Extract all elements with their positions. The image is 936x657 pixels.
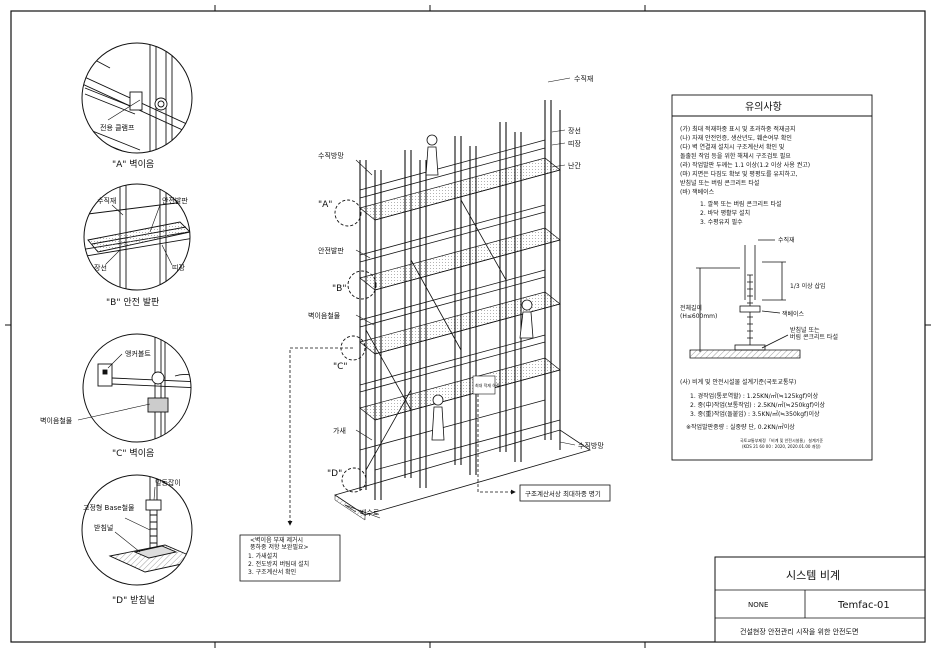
- title-block-title: 시스템 비계: [786, 569, 840, 582]
- detail-b-label-ledger: 장선: [94, 263, 107, 272]
- detail-a-caption: "A" 벽이음: [112, 159, 154, 170]
- detail-d-label-sleeve: 밑동잡이: [155, 478, 181, 487]
- sheet-border: [10, 10, 926, 643]
- scaffold-braces: [365, 199, 507, 471]
- label-wall-tie: 벽이음철물: [308, 311, 341, 320]
- svg-text:3. 중(重)작업(돌붙임) : 3.5KN/㎡(≒350k: 3. 중(重)작업(돌붙임) : 3.5KN/㎡(≒350kgf)이상: [690, 410, 820, 418]
- notes-title: 유의사항: [745, 101, 782, 113]
- worker-figures: [425, 134, 534, 441]
- svg-text:수직재: 수직재: [778, 236, 795, 244]
- marker-a-circle: [334, 199, 362, 227]
- scaffold-verticals: [359, 100, 561, 500]
- svg-text:돌출된 작업 등을 위한 해체시 구조검토 필요: 돌출된 작업 등을 위한 해체시 구조검토 필요: [680, 152, 791, 160]
- svg-text:(라) 작업발판 두께는 1.1 이상(1.2 이상 사용: (라) 작업발판 두께는 1.1 이상(1.2 이상 사용 권고): [680, 161, 810, 169]
- svg-text:2. 전도방지 버팀대 설치: 2. 전도방지 버팀대 설치: [248, 560, 309, 568]
- svg-text:(가) 최대 적재하중 표시 및 초과하중 적재금지: (가) 최대 적재하중 표시 및 초과하중 적재금지: [680, 125, 796, 133]
- svg-text:(나) 자재 안전인증, 생산년도, 훼손여부 확인: (나) 자재 안전인증, 생산년도, 훼손여부 확인: [680, 134, 792, 142]
- jack-base-figure: [689, 239, 801, 359]
- title-block-scale: NONE: [748, 601, 768, 609]
- svg-text:1/3 이상 삽입: 1/3 이상 삽입: [790, 282, 826, 290]
- svg-text:(KDS 21 60 00 : 2020, 2020.01.: (KDS 21 60 00 : 2020, 2020.01.00 개정): [742, 443, 821, 449]
- detail-d-caption: "D" 받침널: [112, 595, 155, 606]
- svg-text:1. 가새설치: 1. 가새설치: [248, 552, 278, 560]
- label-handrail: 난간: [568, 161, 581, 170]
- detail-a-label-clamp: 전용 클램프: [100, 123, 135, 132]
- detail-d: 밑동잡이 고정형 Base철물 받침널 "D" 받침널: [81, 474, 193, 606]
- detail-c-caption: "C" 벽이음: [112, 448, 154, 459]
- svg-text:최대 적재 하중: 최대 적재 하중: [475, 382, 500, 388]
- detail-b: 수직재 안전발판 장선 띠장 "B" 안전 발판: [83, 183, 191, 308]
- marker-c: "C": [333, 362, 348, 372]
- svg-text:전체길이: 전체길이: [680, 304, 702, 312]
- label-ledger: 장선: [568, 126, 581, 135]
- svg-text:1. 경작업(통로역할) : 1.25KN/㎡(≒125kg: 1. 경작업(통로역할) : 1.25KN/㎡(≒125kgf)이상: [690, 392, 819, 400]
- svg-text:※작업발판중량 : 실중량 단, 0.2KN/㎡이상: ※작업발판중량 : 실중량 단, 0.2KN/㎡이상: [686, 423, 795, 431]
- svg-text:풍하중 저항 보완필요>: 풍하중 저항 보완필요>: [250, 543, 309, 551]
- label-vertical-top: 수직재: [574, 74, 593, 83]
- scaffold-ledgers: [359, 139, 561, 471]
- svg-text:받침널 또는 버림 콘크리트 타설: 받침널 또는 버림 콘크리트 타설: [680, 179, 759, 187]
- marker-b-circle: [347, 270, 377, 300]
- detail-c: 앵커볼트 벽이음철물 "C" 벽이음: [40, 333, 192, 459]
- max-load-sign: 최대 적재 하중: [472, 375, 500, 395]
- svg-text:버림 콘크리트 타설: 버림 콘크리트 타설: [790, 333, 838, 341]
- max-load-callout: 구조계산서상 최대하중 명기: [519, 484, 611, 502]
- ground-slab: [334, 429, 591, 516]
- svg-text:2. 중(中)작업(보통작업) : 2.5KN/㎡(≒250: 2. 중(中)작업(보통작업) : 2.5KN/㎡(≒250kgf)이상: [690, 401, 826, 409]
- label-drain: 배수로: [360, 508, 380, 517]
- title-block-code: Temfac-01: [837, 600, 890, 611]
- detail-a: 전용 클램프 "A" 벽이음: [81, 42, 193, 170]
- detail-d-label-base: 고정형 Base철물: [83, 503, 135, 512]
- detail-c-label-anchor: 앵커볼트: [125, 349, 151, 358]
- wall-tie-note-box: <벽이음 부재 제거시 풍하중 저항 보완필요> 1. 가새설치 2. 전도방지…: [239, 534, 341, 582]
- svg-text:3. 구조계산서 확인: 3. 구조계산서 확인: [248, 568, 296, 576]
- svg-text:국토교통부제정 「비계 및 안전시설물」 설계기준: 국토교통부제정 「비계 및 안전시설물」 설계기준: [740, 437, 823, 443]
- deck-level-4: [359, 157, 561, 221]
- svg-text:(H≤600mm): (H≤600mm): [680, 313, 717, 320]
- svg-text:잭베이스: 잭베이스: [782, 310, 805, 318]
- deck-level-1: [359, 357, 561, 421]
- main-scaffold: 최대 적재 하중 "A" "B" "C" "D" 수직재 장선 띠장 난간 수직…: [287, 74, 604, 526]
- marker-a: "A": [318, 200, 332, 210]
- detail-b-label-vertical: 수직재: [97, 196, 116, 205]
- label-net-bottom: 수직방망: [578, 441, 604, 450]
- svg-text:<벽이음 부재 제거시: <벽이음 부재 제거시: [250, 536, 303, 544]
- svg-text:구조계산서상 최대하중 명기: 구조계산서상 최대하중 명기: [525, 489, 601, 498]
- label-fixing: 띠장: [568, 139, 581, 148]
- svg-text:(마) 지면은 다짐도 확보 및 평평도를 유지하고,: (마) 지면은 다짐도 확보 및 평평도를 유지하고,: [680, 170, 797, 178]
- label-deck: 안전발판: [318, 246, 344, 255]
- svg-text:(다) 벽 연결재 설치시 구조계산서 확인 및: (다) 벽 연결재 설치시 구조계산서 확인 및: [680, 143, 785, 151]
- svg-text:(사) 비계 및 안전시설물 설계기준(국토교통부): (사) 비계 및 안전시설물 설계기준(국토교통부): [680, 378, 796, 386]
- detail-b-label-deck: 안전발판: [162, 196, 188, 205]
- notes-panel: 유의사항 (가) 최대 적재하중 표시 및 초과하중 적재금지 (나) 자재 안…: [671, 94, 873, 461]
- detail-c-label-tie: 벽이음철물: [40, 416, 73, 425]
- label-brace: 가새: [333, 426, 346, 435]
- svg-text:(바) 잭베이스: (바) 잭베이스: [680, 188, 715, 196]
- svg-text:받침널 또는: 받침널 또는: [790, 326, 820, 334]
- svg-text:3. 수평유지 필수: 3. 수평유지 필수: [700, 218, 743, 226]
- detail-d-label-plate: 받침널: [94, 523, 113, 532]
- svg-text:2. 바닥 평활부 설치: 2. 바닥 평활부 설치: [700, 209, 750, 217]
- title-block: 시스템 비계 NONE Temfac-01 건설현장 안전관리 시작을 위한 안…: [714, 556, 926, 643]
- detail-b-caption: "B" 안전 발판: [106, 297, 159, 308]
- marker-d: "D": [327, 469, 342, 479]
- marker-b: "B": [332, 284, 346, 294]
- title-block-subtitle: 건설현장 안전관리 시작을 위한 안전도면: [740, 627, 858, 636]
- svg-text:1. 깔목 또는 버림 콘크리트 타설: 1. 깔목 또는 버림 콘크리트 타설: [700, 200, 782, 208]
- marker-d-circle: [341, 467, 367, 493]
- label-net-top: 수직방망: [318, 151, 344, 160]
- detail-b-label-fixing: 띠장: [172, 263, 185, 272]
